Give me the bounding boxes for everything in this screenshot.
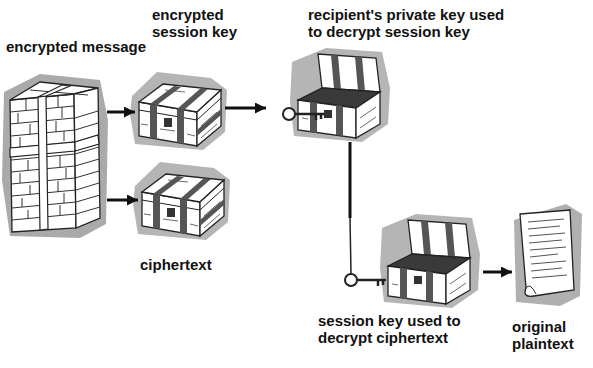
- flow-arrow: [349, 142, 352, 218]
- caption-label: recipient's private key used to decrypt …: [308, 6, 513, 40]
- message-bundle: [2, 74, 108, 238]
- key-icon: [345, 274, 386, 286]
- illustration-node: recipient's private key used to decrypt …: [266, 50, 391, 142]
- flow-arrow: [107, 111, 135, 114]
- flow-arrow: [225, 107, 266, 110]
- illustration-node: session key used to decrypt ciphertext: [338, 218, 483, 304]
- illustration-node: encrypted message: [5, 75, 107, 235]
- open-chest: [380, 214, 480, 308]
- caption-label: encrypted session key: [152, 6, 244, 40]
- caption-label: original plaintext: [512, 318, 582, 352]
- illustration-node: original plaintext: [512, 206, 580, 306]
- key-icon: [283, 108, 324, 120]
- illustration-node: ciphertext: [138, 162, 226, 240]
- flow-arrow: [483, 271, 512, 274]
- flow-arrow: [107, 199, 138, 202]
- caption-label: session key used to decrypt ciphertext: [318, 312, 470, 346]
- illustration-node: encrypted session key: [135, 72, 225, 150]
- key-string: [350, 218, 351, 274]
- caption-label: encrypted message: [6, 38, 152, 55]
- plaintext-page: [514, 204, 582, 306]
- open-chest: [290, 48, 390, 142]
- locked-chest: [130, 72, 227, 150]
- locked-chest: [133, 162, 230, 240]
- caption-label: ciphertext: [140, 256, 230, 273]
